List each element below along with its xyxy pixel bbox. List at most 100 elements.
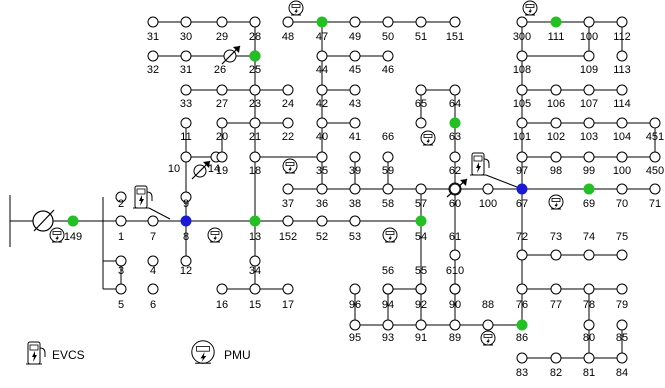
bus-node-66	[415, 117, 427, 129]
bus-node-44	[316, 50, 328, 62]
bus-label-6: 6	[150, 299, 156, 311]
bus-label-48: 48	[282, 31, 294, 43]
bus-label-41: 41	[349, 131, 361, 143]
bus-label-61: 61	[449, 231, 461, 243]
bus-node-5	[115, 283, 127, 295]
bus-label-42: 42	[316, 98, 328, 110]
bus-node-30	[180, 16, 192, 28]
bus-label-89: 89	[449, 332, 461, 344]
bus-label-14: 14	[208, 163, 220, 175]
bus-label-113: 113	[613, 64, 631, 76]
bus-node-28	[249, 16, 261, 28]
bus-node-104	[616, 117, 628, 129]
pmu-icon	[207, 227, 223, 243]
bus-node-451	[649, 117, 661, 129]
bus-node-27	[216, 84, 228, 96]
bus-label-99: 99	[583, 165, 595, 177]
bus-label-1: 1	[118, 231, 124, 243]
bus-node-51	[415, 16, 427, 28]
bus-label-45: 45	[349, 64, 361, 76]
bus-node-22	[282, 117, 294, 129]
bus-label-8: 8	[183, 231, 189, 243]
bus-label-13: 13	[249, 231, 261, 243]
bus-label-105: 105	[513, 98, 531, 110]
regulator-icon	[221, 45, 241, 65]
bus-node-300	[516, 16, 528, 28]
bus-node-65	[415, 84, 427, 96]
bus-label-76: 76	[516, 299, 528, 311]
bus-node-94	[382, 283, 394, 295]
bus-node-40	[316, 117, 328, 129]
bus-label-29: 29	[216, 31, 228, 43]
bus-label-98: 98	[550, 165, 562, 177]
bus-node-70	[616, 183, 628, 195]
bus-node-72	[516, 249, 528, 261]
bus-node-48	[282, 16, 294, 28]
bus-label-149: 149	[64, 231, 82, 243]
bus-label-55: 55	[415, 265, 427, 277]
bus-label-57: 57	[415, 198, 427, 210]
bus-node-111	[550, 16, 562, 28]
bus-label-21: 21	[249, 131, 261, 143]
bus-label-40: 40	[316, 131, 328, 143]
bus-label-92: 92	[415, 299, 427, 311]
bus-label-101: 101	[513, 131, 531, 143]
bus-node-6	[147, 283, 159, 295]
bus-layer	[67, 16, 661, 364]
bus-label-32: 32	[147, 64, 159, 76]
bus-node-37	[282, 183, 294, 195]
bus-label-77: 77	[550, 299, 562, 311]
bus-label-100: 100	[580, 31, 598, 43]
bus-node-99	[583, 151, 595, 163]
bus-node-47	[316, 16, 328, 28]
pmu-icon	[49, 227, 65, 243]
bus-node-100	[482, 183, 494, 195]
bus-node-11	[180, 117, 192, 129]
bus-node-2	[115, 191, 127, 203]
bus-node-39	[349, 151, 361, 163]
bus-label-34: 34	[249, 265, 261, 277]
bus-label-15: 15	[249, 299, 261, 311]
bus-label-38: 38	[349, 198, 361, 210]
bus-node-105	[516, 84, 528, 96]
bus-node-109	[583, 50, 595, 62]
legend-pmu-label: PMU	[224, 348, 251, 362]
bus-label-71: 71	[649, 198, 661, 210]
bus-node-91	[415, 319, 427, 331]
bus-node-8	[180, 215, 192, 227]
bus-node-450	[649, 151, 661, 163]
bus-label-28: 28	[249, 31, 261, 43]
legend-evcs-label: EVCS	[52, 348, 85, 362]
bus-label-19: 19	[216, 165, 228, 177]
bus-label-80: 80	[583, 332, 595, 344]
bus-label-451: 451	[646, 131, 664, 143]
bus-label-9: 9	[183, 198, 189, 210]
bus-label-46: 46	[382, 64, 394, 76]
bus-label-86: 86	[516, 332, 528, 344]
bus-node-96	[349, 283, 361, 295]
bus-node-34	[249, 255, 261, 267]
bus-node-17	[282, 283, 294, 295]
bus-node-53	[349, 215, 361, 227]
bus-node-59	[382, 151, 394, 163]
bus-node-152	[282, 215, 294, 227]
bus-node-151	[449, 16, 461, 28]
bus-label-30: 30	[180, 31, 192, 43]
bus-node-31	[180, 50, 192, 62]
bus-node-1	[115, 215, 127, 227]
bus-label-37: 37	[282, 198, 294, 210]
bus-node-97	[516, 151, 528, 163]
bus-node-15	[249, 283, 261, 295]
bus-label-73: 73	[550, 231, 562, 243]
bus-node-12	[180, 255, 192, 267]
bus-node-100	[616, 151, 628, 163]
bus-label-12: 12	[180, 265, 192, 277]
pmu-icon	[288, 0, 304, 16]
bus-node-114	[616, 84, 628, 96]
bus-node-108	[516, 50, 528, 62]
regulator-icon	[191, 160, 211, 180]
bus-node-100	[583, 16, 595, 28]
bus-node-95	[349, 319, 361, 331]
